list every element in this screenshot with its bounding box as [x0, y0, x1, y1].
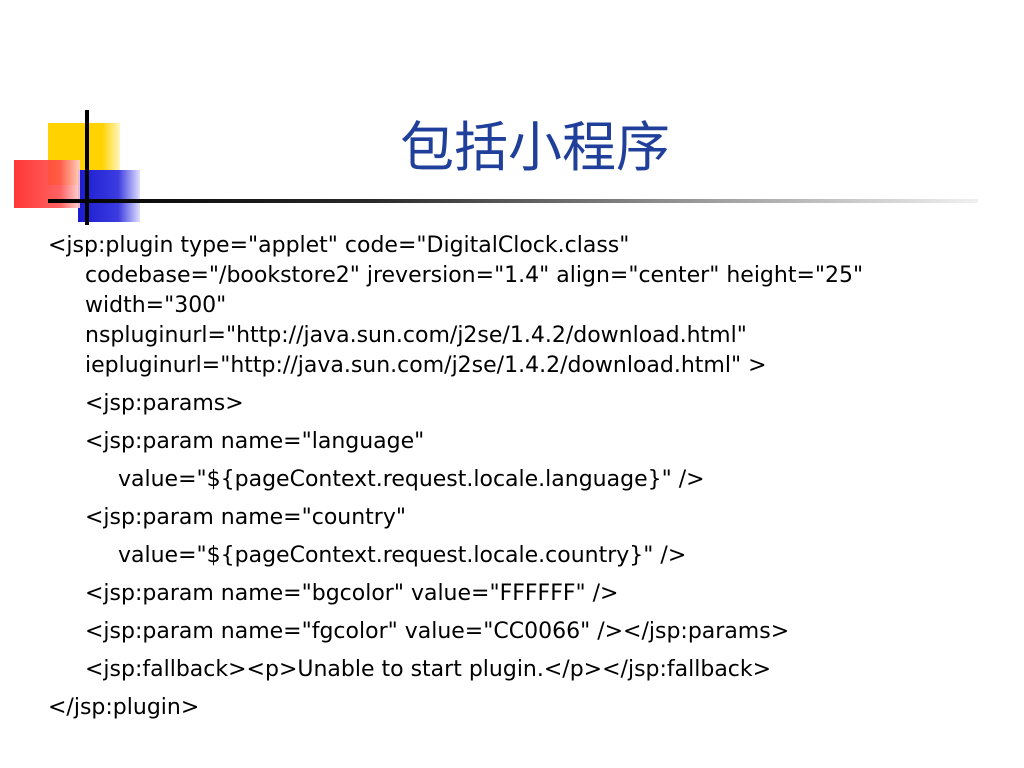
code-line: <jsp:param name="bgcolor" value="FFFFFF"…	[85, 581, 619, 606]
code-line: width="300"	[85, 293, 227, 318]
code-line: <jsp:param name="language"	[85, 429, 425, 454]
slide-title: 包括小程序	[400, 116, 670, 179]
code-line: <jsp:param name="fgcolor" value="CC0066"…	[85, 619, 790, 644]
logo-vertical-line	[85, 110, 89, 225]
code-line: <jsp:param name="country"	[85, 505, 406, 530]
slide-decoration-logo	[14, 110, 140, 225]
code-line: <jsp:params>	[85, 391, 244, 416]
code-line: nspluginurl="http://java.sun.com/j2se/1.…	[85, 323, 747, 348]
code-line: </jsp:plugin>	[48, 695, 200, 720]
title-divider	[48, 199, 978, 203]
code-line: value="${pageContext.request.locale.coun…	[118, 543, 687, 568]
code-line: <jsp:plugin type="applet" code="DigitalC…	[48, 233, 630, 258]
code-line: value="${pageContext.request.locale.lang…	[118, 467, 705, 492]
code-line: iepluginurl="http://java.sun.com/j2se/1.…	[85, 353, 767, 378]
code-block: <jsp:plugin type="applet" code="DigitalC…	[48, 231, 998, 723]
code-line: <jsp:fallback><p>Unable to start plugin.…	[85, 657, 772, 682]
code-line: codebase="/bookstore2" jreversion="1.4" …	[85, 263, 864, 288]
